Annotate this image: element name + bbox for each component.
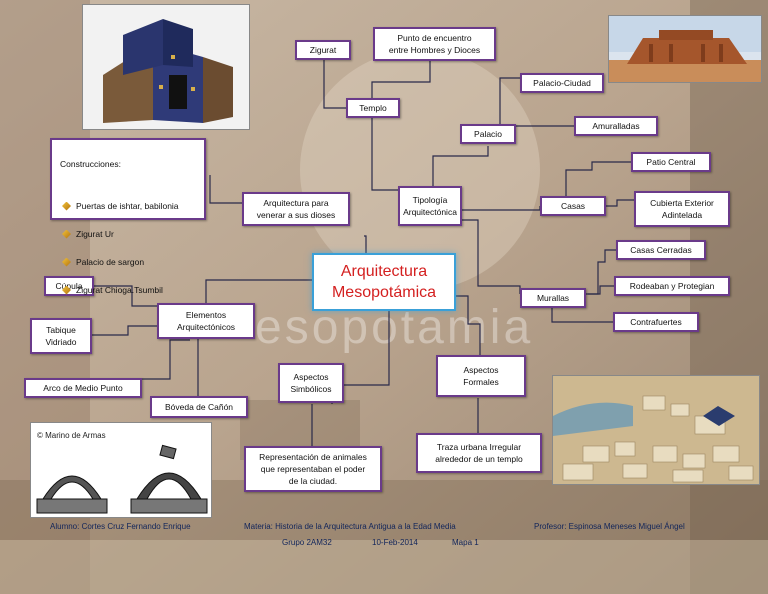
node-casas: Casas [540, 196, 606, 216]
footer-alumno: Alumno: Cortes Cruz Fernando Enrique [50, 522, 191, 531]
diamond-bullet-icon [62, 201, 71, 211]
photo-ishtar-gate [82, 4, 250, 130]
list-item: Zigurat Chioga.Tsumbil [60, 284, 196, 296]
list-item: Zigurat Ur [60, 228, 196, 240]
node-tipologia: Tipología Arquitectónica [398, 186, 462, 226]
node-contrafuertes: Contrafuertes [613, 312, 699, 332]
node-tabique-vidriado: Tabique Vidriado [30, 318, 92, 354]
node-cupula: Cúpula [44, 276, 94, 296]
photo-arch-drawing: © Marino de Armas [30, 422, 212, 518]
node-representacion-animales: Representación de animales que represent… [244, 446, 382, 492]
list-item: Palacio de sargon [60, 256, 196, 268]
node-casas-cerradas: Casas Cerradas [616, 240, 706, 260]
node-arco-medio-punto: Arco de Medio Punto [24, 378, 142, 398]
node-punto-encuentro: Punto de encuentro entre Hombres y Dioce… [373, 27, 496, 61]
footer-materia: Materia: Historia de la Arquitectura Ant… [244, 522, 456, 531]
image-caption: © Marino de Armas [37, 431, 106, 440]
node-rodeaban-protegian: Rodeaban y Protegian [614, 276, 730, 296]
node-boveda-canon: Bóveda de Cañón [150, 396, 248, 418]
construcciones-title: Construcciones: [60, 159, 121, 169]
photo-city-model [552, 375, 760, 485]
construcciones-list: Construcciones: Puertas de ishtar, babil… [50, 138, 206, 295]
footer-profesor: Profesor: Espinosa Meneses Miguel Ángel [534, 522, 685, 531]
node-aspectos-simbolicos: Aspectos Simbólicos [278, 363, 344, 403]
diamond-bullet-icon [62, 285, 71, 295]
node-murallas: Murallas [520, 288, 586, 308]
node-elementos-arquitectonicos: Elementos Arquitectónicos [157, 303, 255, 339]
footer-grupo: Grupo 2AM32 [282, 538, 332, 547]
node-amuralladas: Amuralladas [574, 116, 658, 136]
list-item: Puertas de ishtar, babilonia [60, 200, 196, 212]
footer-fecha: 10-Feb-2014 [372, 538, 418, 547]
node-arquitectura-venerar: Arquitectura para venerar a sus dioses [242, 192, 350, 226]
diamond-bullet-icon [62, 229, 71, 239]
node-palacio-ciudad: Palacio-Ciudad [520, 73, 604, 93]
node-aspectos-formales: Aspectos Formales [436, 355, 526, 397]
node-traza-urbana: Traza urbana Irregular alrededor de un t… [416, 433, 542, 473]
footer-mapa: Mapa 1 [452, 538, 479, 547]
node-patio-central: Patio Central [631, 152, 711, 172]
central-topic: Arquitectura Mesopotámica [312, 253, 456, 311]
diamond-bullet-icon [62, 257, 71, 267]
node-templo: Templo [346, 98, 400, 118]
photo-ziggurat [608, 15, 762, 83]
node-zigurat: Zigurat [295, 40, 351, 60]
node-palacio: Palacio [460, 124, 516, 144]
node-cubierta-exterior: Cubierta Exterior Adintelada [634, 191, 730, 227]
